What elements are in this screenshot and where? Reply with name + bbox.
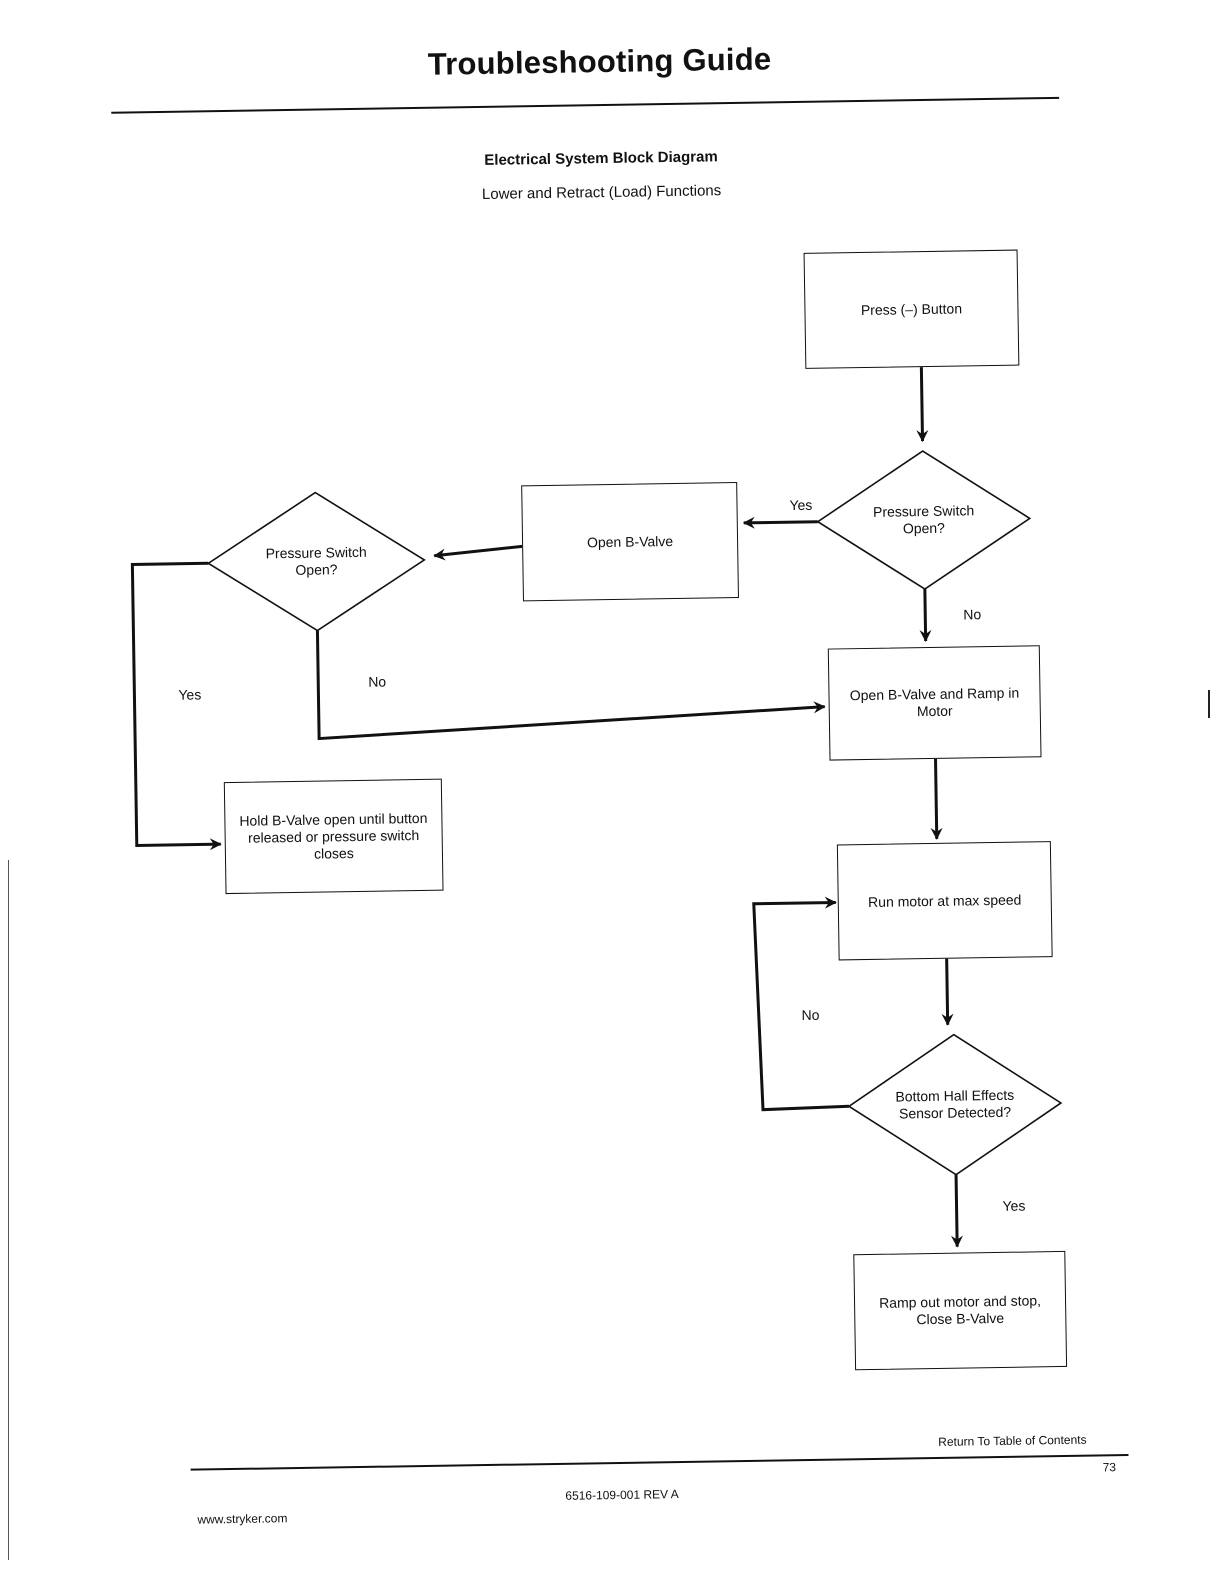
scan-edge-mark-right: [1208, 690, 1210, 718]
process-box-ramp-out-motor: Ramp out motor and stop, Close B-Valve: [853, 1250, 1068, 1371]
arrow-run-to-hall: [941, 956, 954, 1026]
return-to-contents-link[interactable]: Return To Table of Contents: [938, 1432, 1087, 1449]
decision-label-hall-sensor: Bottom Hall Effects Sensor Detected?: [895, 1086, 1015, 1122]
process-box-run-motor: Run motor at max speed: [836, 841, 1053, 961]
edge-label-hall-no: No: [801, 1006, 820, 1024]
edge-label-ps2-yes: Yes: [178, 686, 202, 703]
arrow-ps1-yes-to-open-valve: [742, 516, 818, 529]
edge-label-ps1-yes: Yes: [789, 496, 813, 514]
arrow-open-valve-to-ps2: [433, 544, 523, 561]
arrow-press-to-ps1: [916, 367, 929, 443]
edge-label-ps2-no: No: [368, 673, 387, 690]
process-box-open-b-valve: Open B-Valve: [521, 481, 739, 602]
website-link[interactable]: www.stryker.com: [197, 1511, 288, 1527]
process-box-press-button: Press (–) Button: [803, 249, 1020, 369]
arrow-ps2-yes-to-hold: [130, 561, 222, 851]
arrow-hall-yes-to-ramp-out: [951, 1174, 964, 1248]
arrow-ps2-no-to-ramp: [315, 630, 826, 741]
page-number: 73: [1102, 1460, 1117, 1475]
decision-label-pressure-switch-1: Pressure Switch Open?: [872, 502, 975, 537]
scan-edge-mark-left: [8, 860, 9, 1560]
arrow-hall-no-loop: [752, 896, 850, 1112]
arrow-ramp-to-run: [930, 754, 943, 840]
process-box-open-b-valve-ramp-motor: Open B-Valve and Ramp in Motor: [827, 645, 1042, 761]
process-box-hold-b-valve: Hold B-Valve open until button released …: [223, 778, 444, 895]
edge-label-hall-yes: Yes: [1002, 1197, 1026, 1214]
edge-label-ps1-no: No: [963, 606, 982, 623]
arrow-ps1-no-to-ramp: [919, 589, 932, 643]
decision-label-pressure-switch-2: Pressure Switch Open?: [265, 543, 367, 578]
